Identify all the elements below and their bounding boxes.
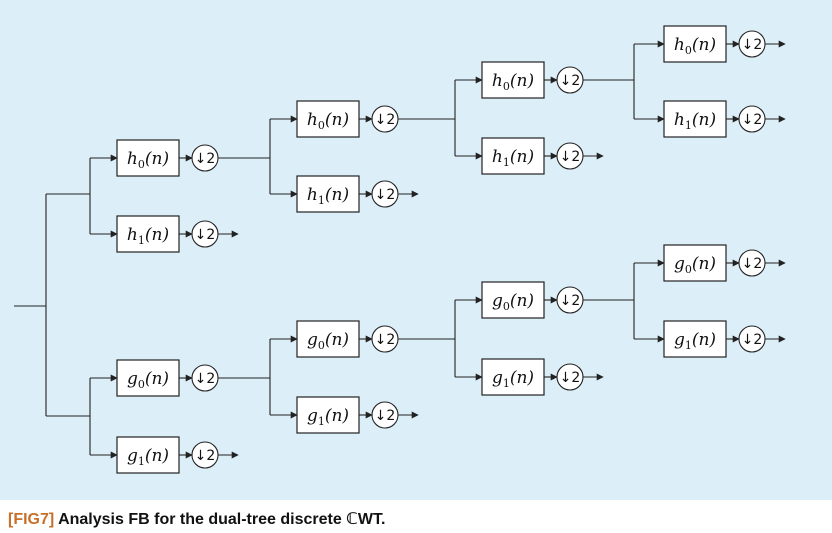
downsampler-circle bbox=[191, 441, 219, 469]
downsampler-label: ↓2 bbox=[375, 408, 396, 424]
downsampler-label: ↓2 bbox=[742, 112, 763, 128]
downsampler-circle bbox=[738, 249, 766, 277]
downsampler-label: ↓2 bbox=[742, 256, 763, 272]
filter-box bbox=[116, 139, 180, 177]
downsampler-label: ↓2 bbox=[195, 227, 216, 243]
downsampler-label: ↓2 bbox=[560, 73, 581, 89]
filter-label-g0: g0(n) bbox=[307, 330, 349, 352]
downsampler-label: ↓2 bbox=[375, 112, 396, 128]
filter-box bbox=[116, 359, 180, 397]
filter-box bbox=[116, 215, 180, 253]
u4-h1-block: h1(n) ↓2 bbox=[663, 100, 766, 138]
downsampler-circle bbox=[556, 363, 584, 391]
filter-label-g0: g0(n) bbox=[674, 254, 716, 276]
downsampler-label: ↓2 bbox=[560, 149, 581, 165]
figure-tag: [FIG7] bbox=[8, 511, 55, 528]
u2-h0-block: h0(n) ↓2 bbox=[296, 100, 399, 138]
downsampler-label: ↓2 bbox=[742, 332, 763, 348]
downsampler-circle bbox=[556, 142, 584, 170]
l3-g0-block: g0(n) ↓2 bbox=[481, 281, 584, 319]
filter-box bbox=[481, 61, 545, 99]
filter-box bbox=[663, 244, 727, 282]
downsampler-circle bbox=[371, 325, 399, 353]
downsampler-label: ↓2 bbox=[742, 37, 763, 53]
u3-h0-block: h0(n) ↓2 bbox=[481, 61, 584, 99]
filter-box bbox=[296, 320, 360, 358]
filter-box bbox=[481, 358, 545, 396]
l1-g1-block: g1(n) ↓2 bbox=[116, 436, 219, 474]
u2-h1-block: h1(n) ↓2 bbox=[296, 175, 399, 213]
filter-box bbox=[663, 320, 727, 358]
filter-box bbox=[296, 396, 360, 434]
filter-box bbox=[296, 175, 360, 213]
downsampler-circle bbox=[556, 286, 584, 314]
filter-label-g0: g0(n) bbox=[127, 369, 169, 391]
downsampler-label: ↓2 bbox=[560, 370, 581, 386]
filter-label-h1: h1(n) bbox=[674, 110, 716, 132]
filter-label-h0: h0(n) bbox=[307, 110, 349, 132]
downsampler-circle bbox=[738, 30, 766, 58]
u1-h0-block: h0(n) ↓2 bbox=[116, 139, 219, 177]
downsampler-label: ↓2 bbox=[195, 371, 216, 387]
filter-blocks: h0(n)↓2h1(n)↓2h0(n)↓2h1(n)↓2h0(n)↓2h1(n)… bbox=[116, 25, 766, 474]
downsampler-circle bbox=[371, 401, 399, 429]
signal-wires bbox=[14, 40, 786, 459]
filter-label-h1: h1(n) bbox=[127, 225, 169, 247]
l4-g1-block: g1(n) ↓2 bbox=[663, 320, 766, 358]
downsampler-circle bbox=[556, 66, 584, 94]
filter-label-h0: h0(n) bbox=[492, 71, 534, 93]
downsampler-label: ↓2 bbox=[560, 293, 581, 309]
downsampler-circle bbox=[371, 105, 399, 133]
u4-h0-block: h0(n) ↓2 bbox=[663, 25, 766, 63]
l1-g0-block: g0(n) ↓2 bbox=[116, 359, 219, 397]
downsampler-circle bbox=[191, 364, 219, 392]
filter-label-h0: h0(n) bbox=[127, 149, 169, 171]
downsampler-circle bbox=[191, 144, 219, 172]
filter-label-h1: h1(n) bbox=[492, 147, 534, 169]
l2-g0-block: g0(n) ↓2 bbox=[296, 320, 399, 358]
l3-g1-block: g1(n) ↓2 bbox=[481, 358, 584, 396]
filter-label-h1: h1(n) bbox=[307, 185, 349, 207]
filter-box bbox=[481, 281, 545, 319]
filter-label-g1: g1(n) bbox=[674, 330, 716, 352]
u3-h1-block: h1(n) ↓2 bbox=[481, 137, 584, 175]
filter-box bbox=[296, 100, 360, 138]
downsampler-circle bbox=[738, 325, 766, 353]
downsampler-circle bbox=[191, 220, 219, 248]
filter-label-g1: g1(n) bbox=[307, 406, 349, 428]
downsampler-label: ↓2 bbox=[375, 332, 396, 348]
filter-box bbox=[663, 25, 727, 63]
downsampler-label: ↓2 bbox=[375, 187, 396, 203]
filter-label-g1: g1(n) bbox=[127, 446, 169, 468]
downsampler-label: ↓2 bbox=[195, 151, 216, 167]
figure-caption: [FIG7] Analysis FB for the dual-tree dis… bbox=[8, 509, 385, 529]
filter-box bbox=[481, 137, 545, 175]
filter-box bbox=[116, 436, 180, 474]
l2-g1-block: g1(n) ↓2 bbox=[296, 396, 399, 434]
downsampler-circle bbox=[738, 105, 766, 133]
l4-g0-block: g0(n) ↓2 bbox=[663, 244, 766, 282]
u1-h1-block: h1(n) ↓2 bbox=[116, 215, 219, 253]
downsampler-circle bbox=[371, 180, 399, 208]
filter-label-g1: g1(n) bbox=[492, 368, 534, 390]
filter-box bbox=[663, 100, 727, 138]
downsampler-label: ↓2 bbox=[195, 448, 216, 464]
caption-text: Analysis FB for the dual-tree discrete ℂ… bbox=[58, 511, 386, 528]
filter-label-h0: h0(n) bbox=[674, 35, 716, 57]
filter-label-g0: g0(n) bbox=[492, 291, 534, 313]
